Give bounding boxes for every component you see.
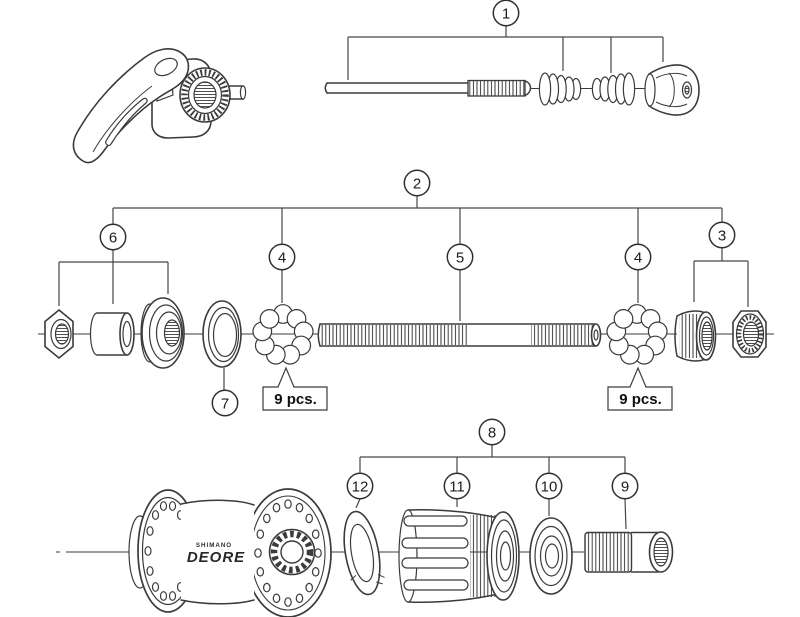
ball-retainer-right [606,304,668,365]
hollow-fixing-bolt [584,531,674,573]
axle-locknut-left [44,308,74,360]
callout-1: 1 [347,0,664,80]
skewer-rod [324,79,645,97]
callout-8-number: 8 [488,424,496,441]
qty-label-right: 9 pcs. [619,391,662,408]
callout-3-number: 3 [718,227,726,244]
callout-2-number: 2 [413,175,421,192]
seal-ring [202,300,242,368]
qr-spring-right [591,72,636,106]
callout-1-number: 1 [502,5,510,22]
callout-7-number: 7 [221,395,229,412]
shimano-logo: SHIMANO [196,542,232,549]
callout-12: 12 [346,472,374,509]
qty-label-left: 9 pcs. [274,391,317,408]
callout-5: 5 [446,243,474,321]
stop-washer [343,510,385,596]
callout-10: 10 [535,472,563,516]
axle [317,323,602,347]
callout-12-number: 12 [352,478,369,495]
lever-slot [105,97,148,147]
freehub-body [398,509,520,603]
lever-thumb-pad [154,57,178,77]
qty-balloon-left: 9 pcs. [262,366,328,411]
qr-adjusting-nut [644,64,700,116]
callout-4-left: 4 [268,243,296,303]
callout-11: 11 [443,472,471,507]
hub-shell: SHIMANO DEORE [128,488,332,617]
qty-balloon-right: 9 pcs. [607,366,673,411]
qr-serrated-ring [179,67,231,123]
callout-6: 6 [58,223,169,306]
quick-release-lever [72,48,247,164]
cone-dustcap-left [140,297,185,369]
callout-9-number: 9 [621,478,629,495]
callout-9: 9 [611,472,639,530]
callout-4-right: 4 [624,243,652,303]
callout-3: 3 [693,221,749,307]
callout-11-number: 11 [449,478,465,495]
hub-spline-interface [268,528,316,576]
callout-7: 7 [211,368,239,417]
callout-4-left-number: 4 [278,249,286,266]
hub-right-flange [244,488,332,617]
callout-8: 8 [359,418,626,473]
freehub-seal [529,517,573,595]
callout-5-number: 5 [456,249,464,266]
axle-spacer [89,312,135,356]
callout-2: 2 [112,169,723,244]
callout-6-number: 6 [109,229,117,246]
qr-spring-left [538,72,582,106]
deore-logo: DEORE [187,549,245,566]
ball-retainer-left [252,304,314,365]
cone-right [674,310,717,362]
callout-4-right-number: 4 [634,249,642,266]
callout-10-number: 10 [541,478,558,495]
axle-locknut-right [732,310,767,358]
